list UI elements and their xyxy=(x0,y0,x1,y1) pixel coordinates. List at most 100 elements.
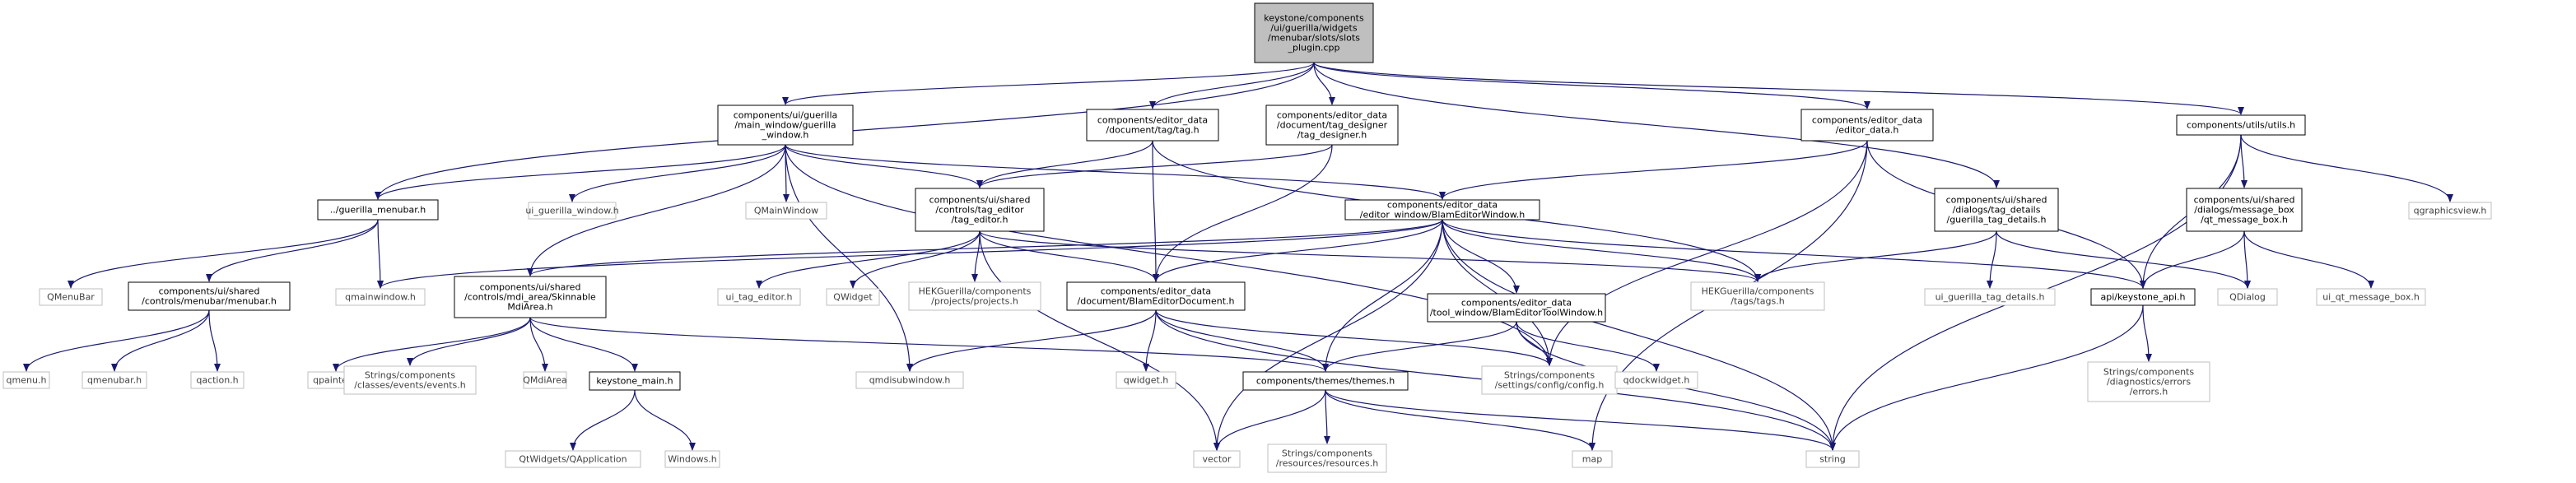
edge-toolwin-to-config xyxy=(1516,321,1553,366)
node-label-line: /classes/events/events.h xyxy=(354,380,466,391)
node-qdialogcap: QDialog xyxy=(2217,288,2278,306)
node-qapp: QtWidgets/QApplication xyxy=(505,450,641,468)
edge-gtagdetails-to-tags xyxy=(1754,230,1997,282)
node-label-line: MdiArea.h xyxy=(507,302,552,313)
node-utils[interactable]: components/utils/utils.h xyxy=(2176,114,2306,136)
node-label-line: ui_qt_message_box.h xyxy=(2322,292,2420,303)
node-qmdiarea: QMdiArea xyxy=(523,371,567,389)
node-box xyxy=(664,450,720,468)
node-blamdoc[interactable]: components/editor_data/document/BlamEdit… xyxy=(1066,281,1246,311)
node-qwidgetcap: QWidget xyxy=(826,288,880,306)
node-label-line: components/ui/guerilla xyxy=(734,110,838,121)
node-box xyxy=(1066,281,1246,311)
edge-msgbox-to-uiqtmsg xyxy=(2243,230,2374,289)
node-gw[interactable]: components/ui/guerilla/main_window/gueri… xyxy=(717,104,854,146)
node-label-line: /dialogs/message_box xyxy=(2194,205,2294,216)
edge-blamdoc-to-themes xyxy=(1155,309,1329,372)
node-keystonemain[interactable]: keystone_main.h xyxy=(589,371,681,391)
edge-tageditor-to-tags xyxy=(979,230,1761,282)
node-label-line: /tags/tags.h xyxy=(1731,296,1784,307)
edge-blamdoc-to-config xyxy=(1155,309,1553,366)
node-uitageditor: ui_tag_editor.h xyxy=(717,288,801,306)
node-box xyxy=(2217,288,2278,306)
node-menubarh[interactable]: components/ui/shared/controls/menubar/me… xyxy=(128,281,291,311)
edge-root-to-gw xyxy=(782,62,1315,105)
node-box xyxy=(717,104,854,146)
node-box xyxy=(908,281,1041,311)
node-qmdisub: qmdisubwindow.h xyxy=(855,371,964,389)
node-label-line: keystone/components xyxy=(1264,13,1364,24)
node-mdiarea[interactable]: components/ui/shared/controls/mdi_area/S… xyxy=(454,276,607,318)
edge-themes-to-map xyxy=(1325,389,1595,451)
edge-utils-to-msgbox xyxy=(2240,134,2248,188)
edge-blameditor-to-toolwin xyxy=(1442,219,1520,294)
node-label-line: HEKGuerilla/components xyxy=(919,286,1032,297)
node-label-line: qmainwindow.h xyxy=(345,292,416,303)
node-box xyxy=(1934,188,2059,232)
node-qmenubarh: qmenubar.h xyxy=(82,371,147,389)
node-label-line: /controls/mdi_area/Skinnable xyxy=(464,292,596,303)
node-box xyxy=(2316,288,2426,306)
node-label-line: components/editor_data xyxy=(1101,286,1211,297)
node-box xyxy=(454,276,607,318)
node-label-line: components/utils/utils.h xyxy=(2187,120,2295,131)
node-label-line: components/editor_data xyxy=(1097,115,1208,126)
node-box xyxy=(855,371,964,389)
node-label-line: /dialogs/tag_details xyxy=(1953,205,2041,216)
edge-menubarh-to-qactionh xyxy=(208,309,221,372)
node-themes[interactable]: components/themes/themes.h xyxy=(1242,371,1409,391)
node-label-line: QWidget xyxy=(833,292,873,303)
node-gmenubar[interactable]: ../guerilla_menubar.h xyxy=(317,199,439,221)
node-tageditor[interactable]: components/ui/shared/controls/tag_editor… xyxy=(915,188,1045,232)
edge-blameditor-to-config xyxy=(1442,219,1553,366)
edge-tageditor-to-projects xyxy=(971,230,981,282)
node-box xyxy=(523,371,567,389)
node-edata[interactable]: components/editor_data/editor_data.h xyxy=(1800,109,1934,142)
edge-themes-to-resources xyxy=(1323,389,1330,444)
node-label-line: /tool_window/BlamEditorToolWindow.h xyxy=(1430,308,1603,318)
node-box xyxy=(528,202,617,220)
node-windowsh: Windows.h xyxy=(664,450,720,468)
edge-utils-to-qgraphicsview xyxy=(2240,134,2453,202)
node-root[interactable]: keystone/components/ui/guerilla/widgets/… xyxy=(1254,2,1374,63)
edge-themes-to-string xyxy=(1325,389,1836,451)
node-tdes[interactable]: components/editor_data/document/tag_desi… xyxy=(1265,104,1399,146)
node-label-line: ui_guerilla_tag_details.h xyxy=(1935,292,2045,303)
node-msgbox[interactable]: components/ui/shared/dialogs/message_box… xyxy=(2186,188,2303,232)
edge-tageditor-to-blamdoc xyxy=(979,230,1159,282)
node-box xyxy=(1427,293,1606,323)
node-label-line: Strings/components xyxy=(1504,370,1595,381)
node-toolwin[interactable]: components/editor_data/tool_window/BlamE… xyxy=(1427,293,1606,323)
node-keystoneapi[interactable]: api/keystone_api.h xyxy=(2090,288,2196,306)
node-box xyxy=(2087,361,2210,402)
node-layer: keystone/components/ui/guerilla/widgets /… xyxy=(2,2,2492,473)
node-blameditor[interactable]: components/editor_data/editor_window/Bla… xyxy=(1344,199,1540,221)
node-label-line: qmdisubwindow.h xyxy=(869,375,951,386)
node-tagh[interactable]: components/editor_data/document/tag/tag.… xyxy=(1086,109,1219,142)
node-label-line: /ui/guerilla/widgets xyxy=(1270,23,1357,34)
node-label-line: ui_guerilla_window.h xyxy=(525,206,618,216)
node-qmainwindowh: qmainwindow.h xyxy=(335,288,426,306)
node-qactionh: qaction.h xyxy=(190,371,245,389)
edge-themes-to-vector xyxy=(1213,389,1326,451)
node-box xyxy=(1193,450,1241,468)
edge-blameditor-to-themes xyxy=(1322,219,1443,372)
node-label-line: keystone_main.h xyxy=(596,376,673,387)
node-box xyxy=(82,371,147,389)
node-label-line: string xyxy=(1819,454,1846,465)
node-projects: HEKGuerilla/components/projects/projects… xyxy=(908,281,1041,311)
node-label-line: /controls/menubar/menubar.h xyxy=(142,296,277,307)
node-box xyxy=(128,281,291,311)
node-label-line: qmenubar.h xyxy=(87,375,142,386)
node-label-line: api/keystone_api.h xyxy=(2100,292,2185,303)
node-box xyxy=(2186,188,2303,232)
node-qmenubarcap: QMenuBar xyxy=(39,288,103,306)
node-label-line: /tag_editor.h xyxy=(951,215,1008,225)
node-gtagdetails[interactable]: components/ui/shared/dialogs/tag_details… xyxy=(1934,188,2059,232)
node-label-line: /editor_data.h xyxy=(1836,125,1899,136)
node-label-line: /projects/projects.h xyxy=(931,296,1018,307)
edge-blameditor-to-string xyxy=(1442,219,1836,451)
node-label-line: qdockwidget.h xyxy=(1623,375,1690,386)
node-box xyxy=(190,371,245,389)
